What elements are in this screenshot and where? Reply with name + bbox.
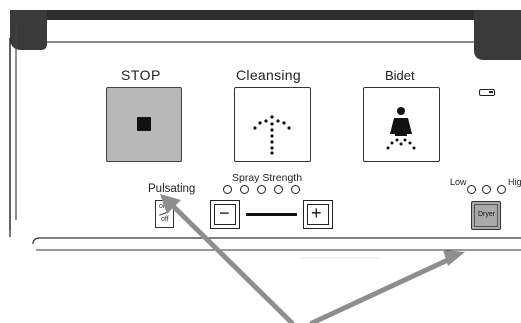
dryer-level-dot <box>497 185 506 194</box>
pulsating-toggle[interactable]: on off <box>155 200 174 228</box>
spray-strength-plus-button[interactable]: + <box>303 200 333 229</box>
dryer-high-label: High <box>508 177 521 187</box>
stop-square-icon <box>137 117 151 131</box>
dryer-button-label: Dryer <box>478 211 496 218</box>
bidet-label: Bidet <box>385 68 415 83</box>
spray-strength-dot <box>291 185 300 194</box>
dryer-button[interactable]: Dryer <box>471 201 501 230</box>
spray-strength-minus-button[interactable]: − <box>210 200 240 229</box>
stop-label: STOP <box>121 67 161 83</box>
dryer-level-dot <box>467 185 476 194</box>
minus-icon: − <box>219 203 230 223</box>
battery-indicator-icon <box>479 89 495 96</box>
cleansing-label: Cleansing <box>236 67 301 83</box>
bidet-button[interactable] <box>363 87 440 162</box>
cleansing-button[interactable] <box>234 87 311 162</box>
stop-button[interactable] <box>106 87 182 162</box>
cleansing-spray-icon <box>253 115 291 155</box>
spray-strength-dot <box>240 185 249 194</box>
spray-strength-dot <box>274 185 283 194</box>
spray-strength-label: Spray Strength <box>232 172 303 184</box>
spray-strength-dot <box>257 185 266 194</box>
pulsating-on-label: on <box>159 203 167 210</box>
pulsating-label: Pulsating <box>148 183 196 195</box>
plus-icon: + <box>311 203 322 223</box>
bidet-person-icon <box>386 107 416 150</box>
spray-strength-dot <box>223 185 232 194</box>
dryer-level-dot <box>482 185 491 194</box>
spray-strength-bar <box>246 213 297 216</box>
pulsating-off-label: off <box>161 216 169 223</box>
dryer-low-label: Low <box>450 177 467 187</box>
